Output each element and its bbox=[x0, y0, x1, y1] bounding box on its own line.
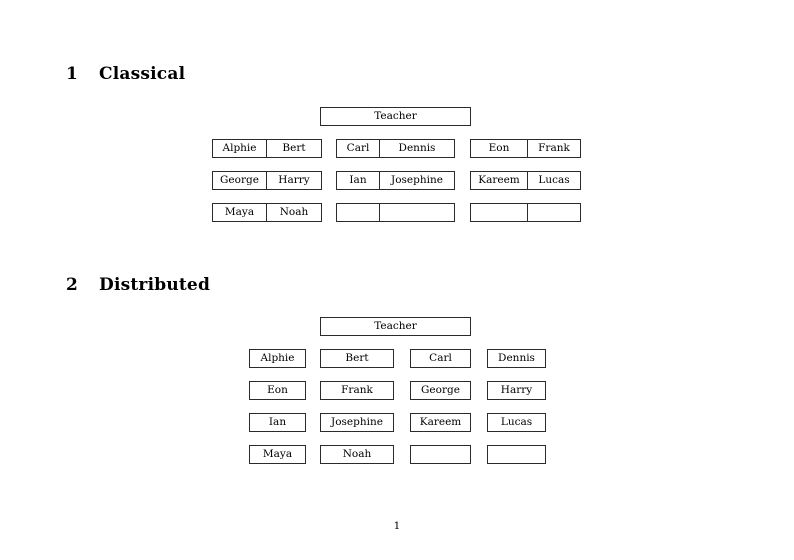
student-cell-empty bbox=[527, 204, 580, 221]
distributed-student-box: Josephine bbox=[320, 413, 394, 432]
distributed-student-box: Alphie bbox=[249, 349, 306, 368]
section-heading-classical: 1 Classical bbox=[66, 64, 185, 84]
classical-pair-box: Alphie Bert bbox=[212, 139, 322, 158]
distributed-student-box: Frank bbox=[320, 381, 394, 400]
distributed-student-box: Eon bbox=[249, 381, 306, 400]
classical-pair-box-empty bbox=[336, 203, 455, 222]
student-cell-empty bbox=[379, 204, 454, 221]
student-cell: Eon bbox=[267, 384, 288, 397]
section-number: 1 bbox=[66, 64, 79, 84]
student-cell: Frank bbox=[527, 140, 580, 157]
student-cell: George bbox=[421, 384, 460, 397]
student-cell: Carl bbox=[346, 142, 370, 155]
section-title: Classical bbox=[99, 64, 186, 84]
student-cell: Noah bbox=[266, 204, 321, 221]
distributed-student-box-empty bbox=[487, 445, 546, 464]
distributed-student-box: Noah bbox=[320, 445, 394, 464]
student-cell: Lucas bbox=[527, 172, 580, 189]
student-cell: Josephine bbox=[379, 172, 454, 189]
teacher-label: Teacher bbox=[374, 320, 417, 333]
student-cell: Lucas bbox=[500, 416, 533, 429]
student-cell: Eon bbox=[488, 142, 510, 155]
student-cell: Alphie bbox=[222, 142, 257, 155]
distributed-student-box: Lucas bbox=[487, 413, 546, 432]
student-cell: Alphie bbox=[260, 352, 295, 365]
student-cell: Bert bbox=[345, 352, 369, 365]
distributed-student-box-empty bbox=[410, 445, 471, 464]
student-cell: Josephine bbox=[331, 416, 383, 429]
classical-pair-box: Carl Dennis bbox=[336, 139, 455, 158]
section-heading-distributed: 2 Distributed bbox=[66, 275, 210, 295]
section-title: Distributed bbox=[99, 275, 211, 295]
distributed-student-box: Carl bbox=[410, 349, 471, 368]
student-cell: Frank bbox=[341, 384, 373, 397]
distributed-teacher-box: Teacher bbox=[320, 317, 471, 336]
student-cell: Harry bbox=[500, 384, 533, 397]
student-cell: Kareem bbox=[419, 416, 462, 429]
section-number: 2 bbox=[66, 275, 79, 295]
classical-pair-box: Ian Josephine bbox=[336, 171, 455, 190]
student-cell: George bbox=[220, 174, 259, 187]
page-number: 1 bbox=[393, 520, 401, 532]
student-cell: Maya bbox=[224, 206, 255, 219]
classical-pair-box-empty bbox=[470, 203, 581, 222]
classical-teacher-box: Teacher bbox=[320, 107, 471, 126]
classical-pair-box: Maya Noah bbox=[212, 203, 322, 222]
student-cell: Carl bbox=[429, 352, 452, 365]
classical-pair-box: Kareem Lucas bbox=[470, 171, 581, 190]
student-cell: Dennis bbox=[498, 352, 535, 365]
distributed-student-box: George bbox=[410, 381, 471, 400]
student-cell: Dennis bbox=[379, 140, 454, 157]
student-cell-empty bbox=[488, 446, 545, 463]
student-cell: Ian bbox=[268, 416, 287, 429]
student-cell: Noah bbox=[342, 448, 372, 461]
distributed-student-box: Bert bbox=[320, 349, 394, 368]
student-cell-empty bbox=[411, 446, 470, 463]
classical-pair-box: George Harry bbox=[212, 171, 322, 190]
student-cell: Kareem bbox=[478, 174, 520, 187]
student-cell-empty bbox=[337, 204, 379, 221]
distributed-student-box: Maya bbox=[249, 445, 306, 464]
student-cell: Bert bbox=[266, 140, 321, 157]
classical-pair-box: Eon Frank bbox=[470, 139, 581, 158]
distributed-student-box: Harry bbox=[487, 381, 546, 400]
student-cell: Maya bbox=[262, 448, 293, 461]
teacher-label: Teacher bbox=[374, 110, 417, 123]
distributed-student-box: Ian bbox=[249, 413, 306, 432]
student-cell: Harry bbox=[266, 172, 321, 189]
distributed-student-box: Dennis bbox=[487, 349, 546, 368]
distributed-student-box: Kareem bbox=[410, 413, 471, 432]
student-cell: Ian bbox=[349, 174, 367, 187]
student-cell-empty bbox=[471, 204, 527, 221]
